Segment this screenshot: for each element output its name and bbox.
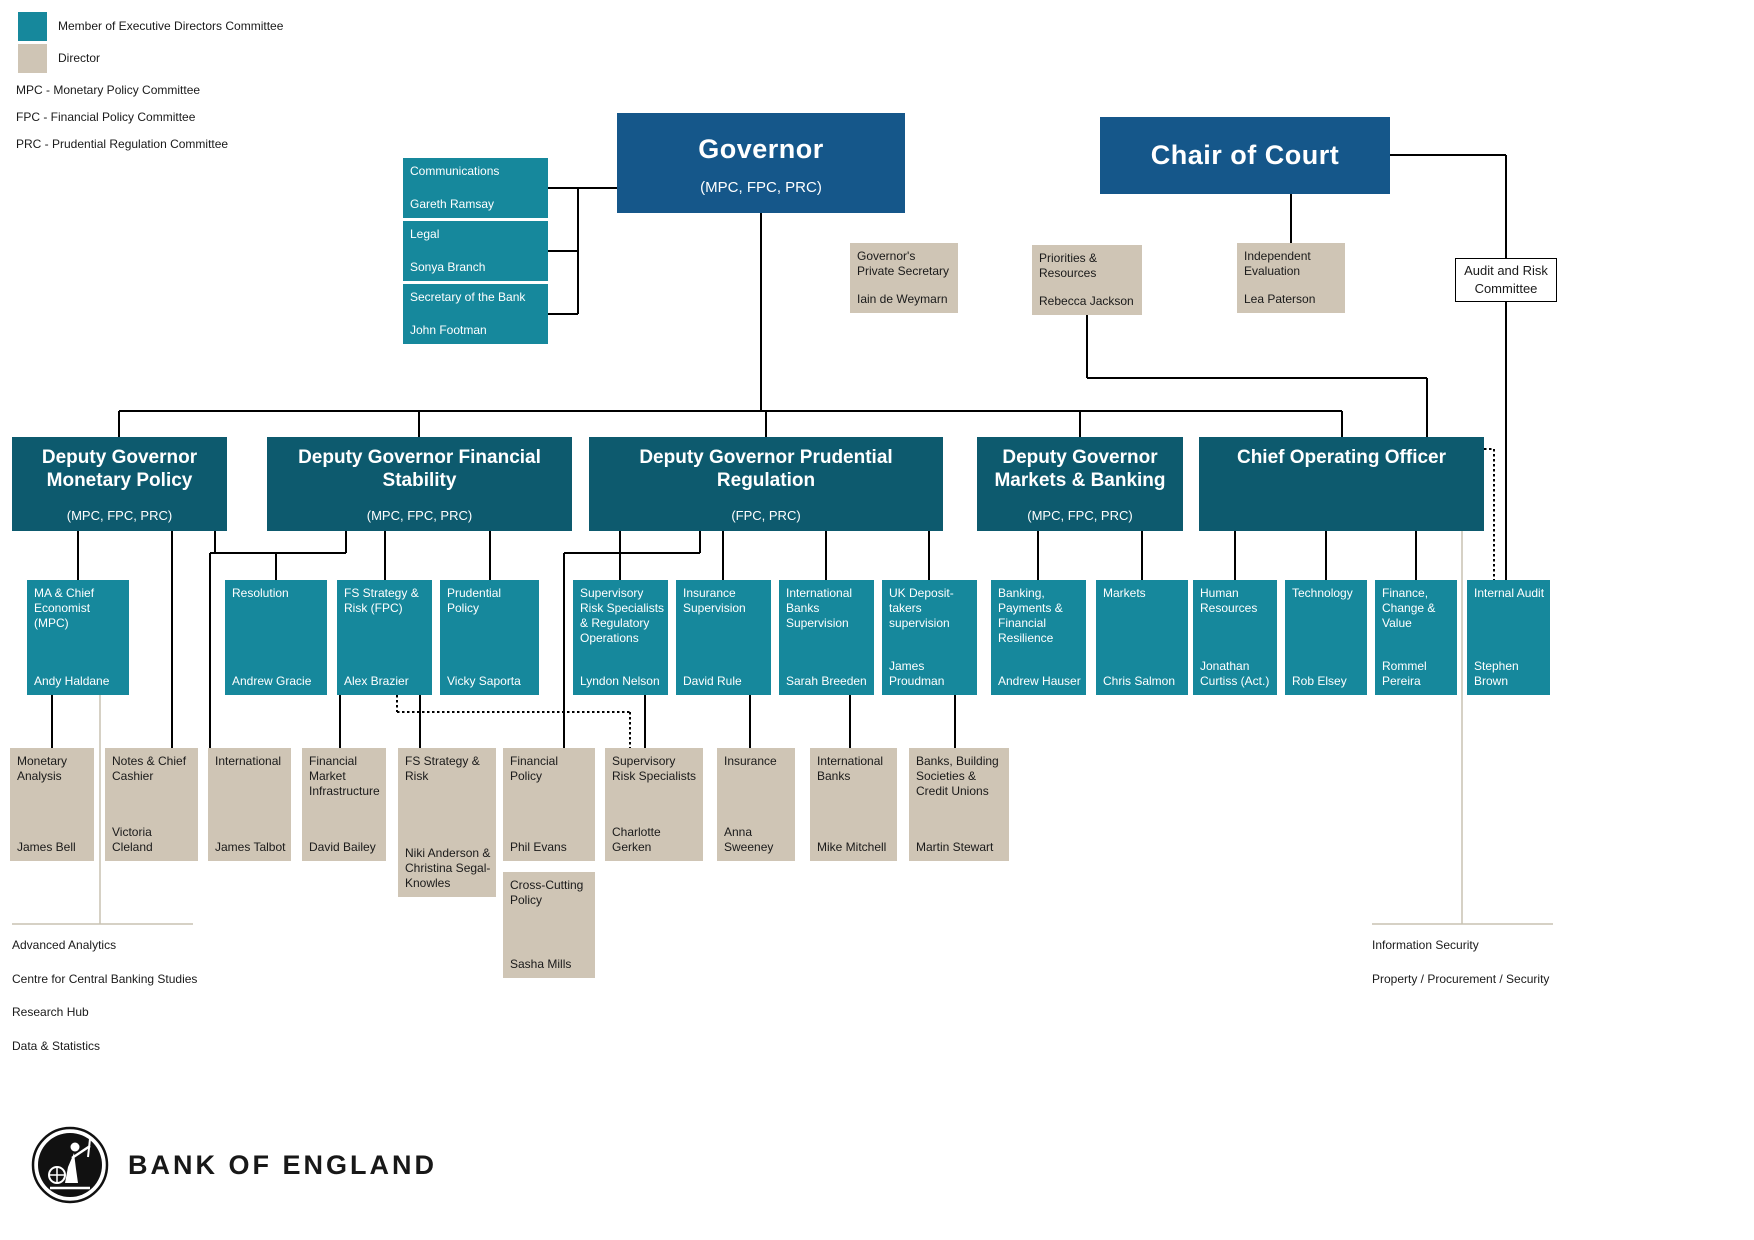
list-data-statistics: Data & Statistics (12, 1039, 101, 1053)
node-audit-risk-committee: Audit and Risk Committee (1455, 258, 1557, 302)
node-chief-operating-officer: Chief Operating Officer (1199, 437, 1484, 531)
node-communications: Communications Gareth Ramsay (403, 158, 548, 218)
node-ma-chief-economist: MA & Chief Economist (MPC)Andy Haldane (27, 580, 129, 695)
list-property-procurement-security: Property / Procurement / Security (1372, 972, 1550, 986)
node-fs-strategy-risk: FS Strategy & Risk (FPC)Alex Brazier (337, 580, 432, 695)
abbrev-prc: PRC - Prudential Regulation Committee (16, 137, 229, 151)
node-supervisory-risk-specialists-regulatory: Supervisory Risk Specialists & Regulator… (573, 580, 668, 695)
abbrev-mpc: MPC - Monetary Policy Committee (16, 83, 201, 97)
node-dg-prudential-regulation: Deputy Governor Prudential Regulation (F… (589, 437, 943, 531)
legend-director-label: Director (58, 51, 101, 65)
bank-of-england-seal-icon (31, 1126, 109, 1204)
node-priorities-resources: Priorities & Resources Rebecca Jackson (1032, 245, 1142, 315)
node-dg-monetary-policy: Deputy Governor Monetary Policy (MPC, FP… (12, 437, 227, 531)
list-advanced-analytics: Advanced Analytics (12, 938, 117, 952)
list-research-hub: Research Hub (12, 1005, 89, 1019)
node-chair-of-court: Chair of Court (1100, 117, 1390, 194)
list-ccbs: Centre for Central Banking Studies (12, 972, 198, 986)
node-banks-building-societies: Banks, Building Societies & Credit Union… (909, 748, 1009, 861)
node-dg-markets-banking: Deputy Governor Markets & Banking (MPC, … (977, 437, 1183, 531)
node-secretary-of-the-bank: Secretary of the Bank John Footman (403, 284, 548, 344)
legend-executive-label: Member of Executive Directors Committee (58, 19, 284, 33)
brand-wordmark: BANK OF ENGLAND (128, 1150, 437, 1180)
node-governors-private-secretary: Governor's Private Secretary Iain de Wey… (850, 243, 958, 313)
legend-executive-swatch (18, 12, 47, 41)
list-information-security: Information Security (1372, 938, 1479, 952)
node-legal: Legal Sonya Branch (403, 221, 548, 281)
node-governor: Governor (MPC, FPC, PRC) (617, 113, 905, 213)
node-dg-financial-stability: Deputy Governor Financial Stability (MPC… (267, 437, 572, 531)
node-independent-evaluation: Independent Evaluation Lea Paterson (1237, 243, 1345, 313)
abbrev-fpc: FPC - Financial Policy Committee (16, 110, 196, 124)
legend-director-swatch (18, 44, 47, 73)
node-banking-payments-financial-resilience: Banking, Payments & Financial Resilience… (991, 580, 1086, 695)
